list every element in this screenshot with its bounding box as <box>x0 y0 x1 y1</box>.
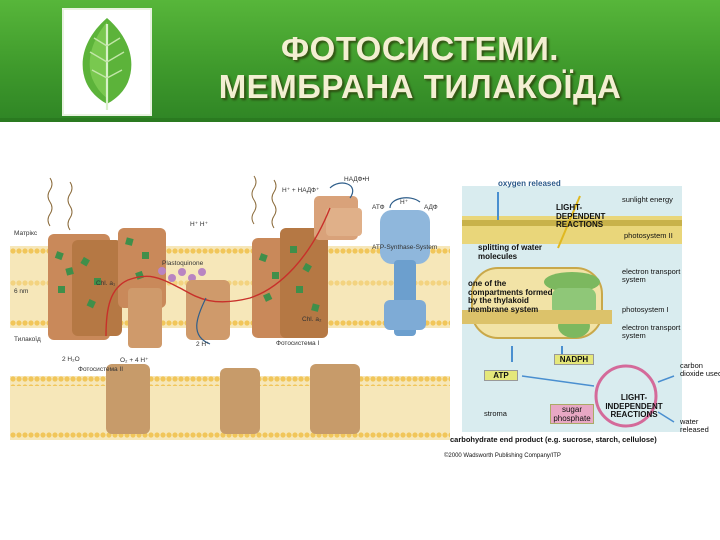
label-sunlight-energy: sunlight energy <box>622 195 673 204</box>
label-electron-transport-2: electron transport system <box>622 323 681 340</box>
label-oxygen-released: oxygen released <box>498 179 561 188</box>
label-photosystem-ii: photosystem II <box>624 231 673 240</box>
header-banner: ФОТОСИСТЕМИ. МЕМБРАНА ТИЛАКОЇДА <box>0 0 720 122</box>
label-o2: O₂ + 4 H⁺ <box>120 357 149 364</box>
leaf-icon <box>82 18 132 110</box>
membrane-illustration <box>10 175 450 440</box>
label-light-dependent: LIGHT-DEPENDENT REACTIONS <box>556 203 606 229</box>
light-reactions-figure: oxygen released sunlight energy LIGHT-DE… <box>444 176 720 466</box>
label-atp: АТФ <box>372 204 385 211</box>
reactions-illustration <box>462 186 682 432</box>
atp-box: ATP <box>484 370 518 381</box>
label-h-plus: H⁺ <box>400 199 409 206</box>
thylakoid-membrane-figure: H⁺ + НАДФ⁺ НАДФ•Н H⁺ H⁺ АТФ H⁺ АДФ Матрі… <box>10 168 450 440</box>
label-light-independent: LIGHT-INDEPENDENT REACTIONS <box>605 393 663 419</box>
nadph-box: NADPH <box>554 354 594 365</box>
label-matrix: Матрікс <box>14 230 38 237</box>
label-ps2: Фотосистема II <box>78 366 124 373</box>
label-splitting-water: splitting of water molecules <box>478 243 542 261</box>
label-stroma: stroma <box>484 409 507 418</box>
label-h2o: 2 H₂O <box>62 356 80 363</box>
sugar-phosphate-box: sugar phosphate <box>550 404 594 424</box>
label-plastoquinone: Plastoquinone <box>162 260 204 267</box>
label-compartments: one of the compartments formed by the th… <box>468 279 553 314</box>
label-h-nadp: H⁺ + НАДФ⁺ <box>282 187 320 194</box>
label-electron-transport-1: electron transport system <box>622 267 681 284</box>
label-thylakoid: Тилакоїд <box>14 336 41 343</box>
label-chl2: Chl. a₂ <box>302 316 322 323</box>
label-chl1: Chl. a₁ <box>96 280 116 287</box>
label-ps1: Фотосистема I <box>276 340 320 347</box>
label-atp-synthase: ATP-Synthase-System <box>372 244 438 251</box>
label-photosystem-i: photosystem I <box>622 305 669 314</box>
label-copyright: ©2000 Wadsworth Publishing Company/ITP <box>444 453 561 459</box>
label-carbon-dioxide: carbon dioxide used <box>680 361 720 378</box>
label-6nm: 6 nm <box>14 288 29 295</box>
label-water-released: water released <box>680 417 709 434</box>
label-2h: 2 H⁺ <box>196 341 210 348</box>
label-adp: АДФ <box>424 204 438 211</box>
title-line-1: ФОТОСИСТЕМИ. <box>281 30 559 67</box>
label-end-product: carbohydrate end product (e.g. sucrose, … <box>450 435 657 444</box>
label-h-h: H⁺ H⁺ <box>190 221 209 228</box>
logo <box>62 8 152 116</box>
label-nadph: НАДФ•Н <box>344 176 370 183</box>
page-title: ФОТОСИСТЕМИ. МЕМБРАНА ТИЛАКОЇДА <box>150 30 690 106</box>
title-line-2: МЕМБРАНА ТИЛАКОЇДА <box>218 68 622 105</box>
